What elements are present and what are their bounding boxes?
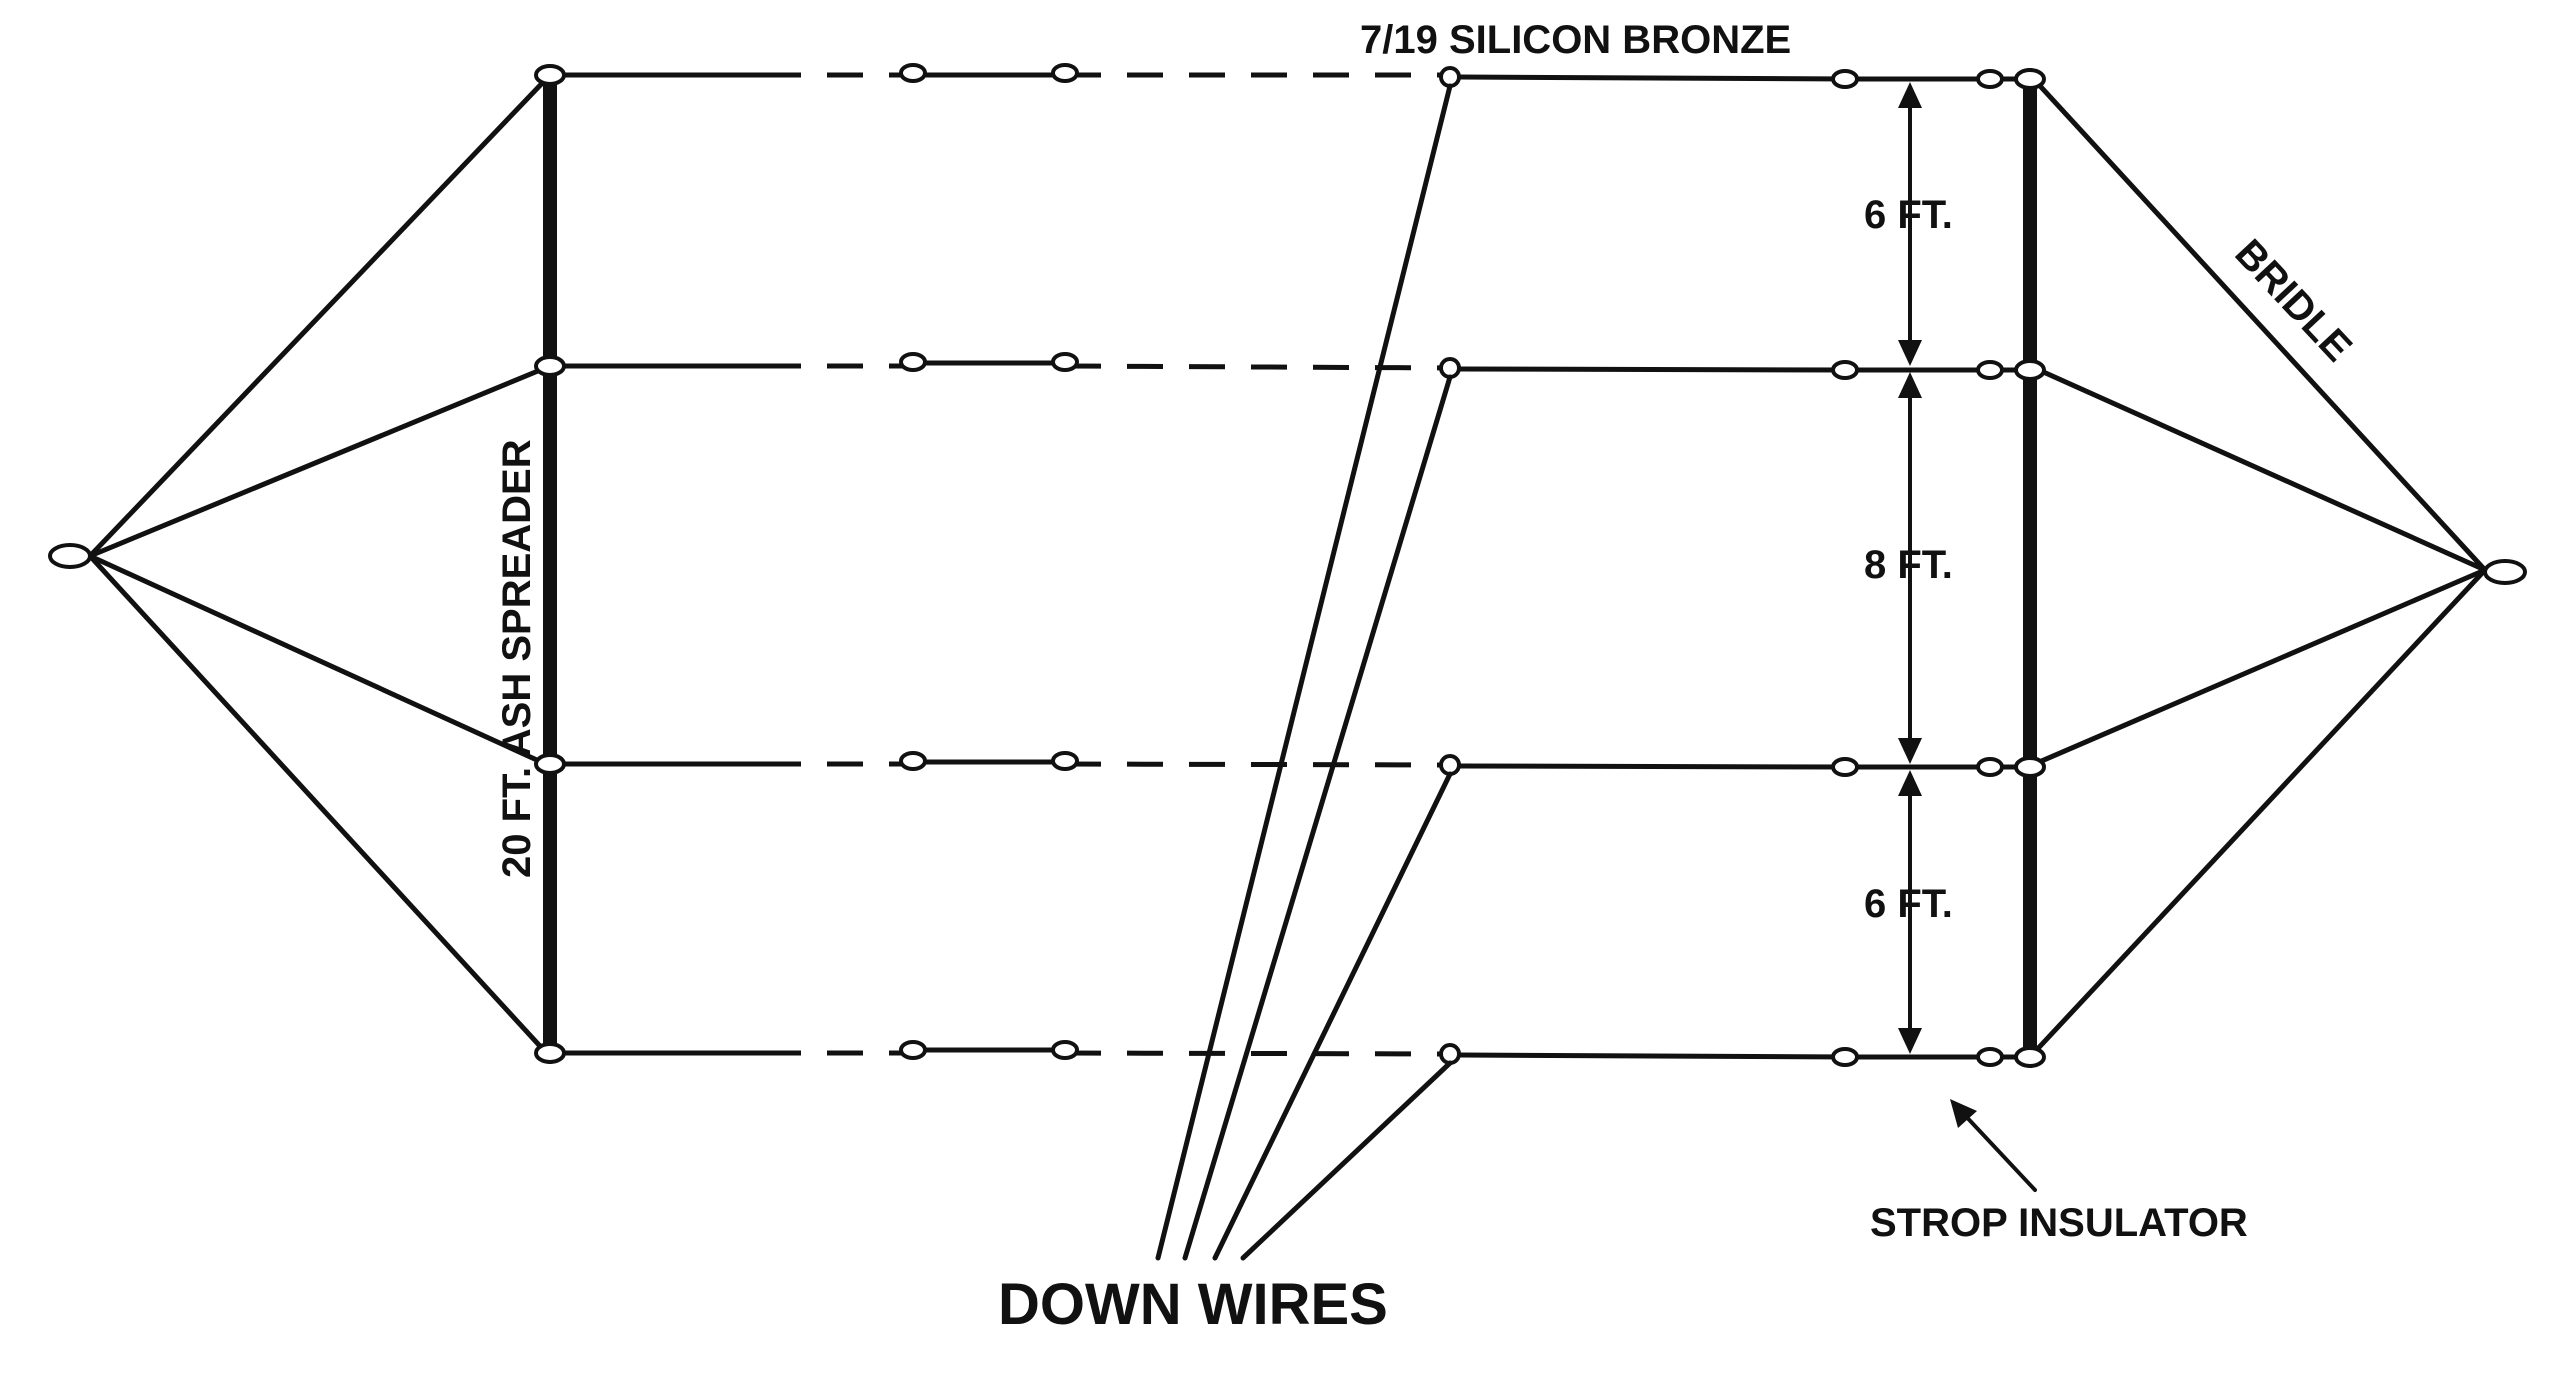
down-wires-label: DOWN WIRES bbox=[998, 1272, 1388, 1337]
spacing-bottom-label: 6 FT. bbox=[1864, 882, 1953, 926]
cage-wire-1 bbox=[534, 63, 2046, 90]
down-wires bbox=[1155, 83, 1453, 1261]
cage-wire-2 bbox=[534, 352, 2046, 381]
left-bridle bbox=[48, 72, 553, 1060]
spacing-top-label: 6 FT. bbox=[1864, 193, 1953, 237]
spreader-label: 20 FT. ASH SPREADER bbox=[495, 439, 539, 878]
spacing-middle-label: 8 FT. bbox=[1864, 543, 1953, 587]
strop-insulator-label: STROP INSULATOR bbox=[1870, 1201, 2248, 1245]
strop-insulator-arrow bbox=[1950, 1099, 2037, 1192]
cage-wire-3 bbox=[534, 751, 2046, 778]
right-bridle bbox=[2027, 72, 2527, 1060]
bridle-label: BRIDLE bbox=[2226, 231, 2360, 370]
conductor-label: 7/19 SILICON BRONZE bbox=[1360, 18, 1791, 62]
dimension-arrows bbox=[1898, 82, 1922, 1054]
cage-wire-4 bbox=[534, 1040, 2046, 1068]
